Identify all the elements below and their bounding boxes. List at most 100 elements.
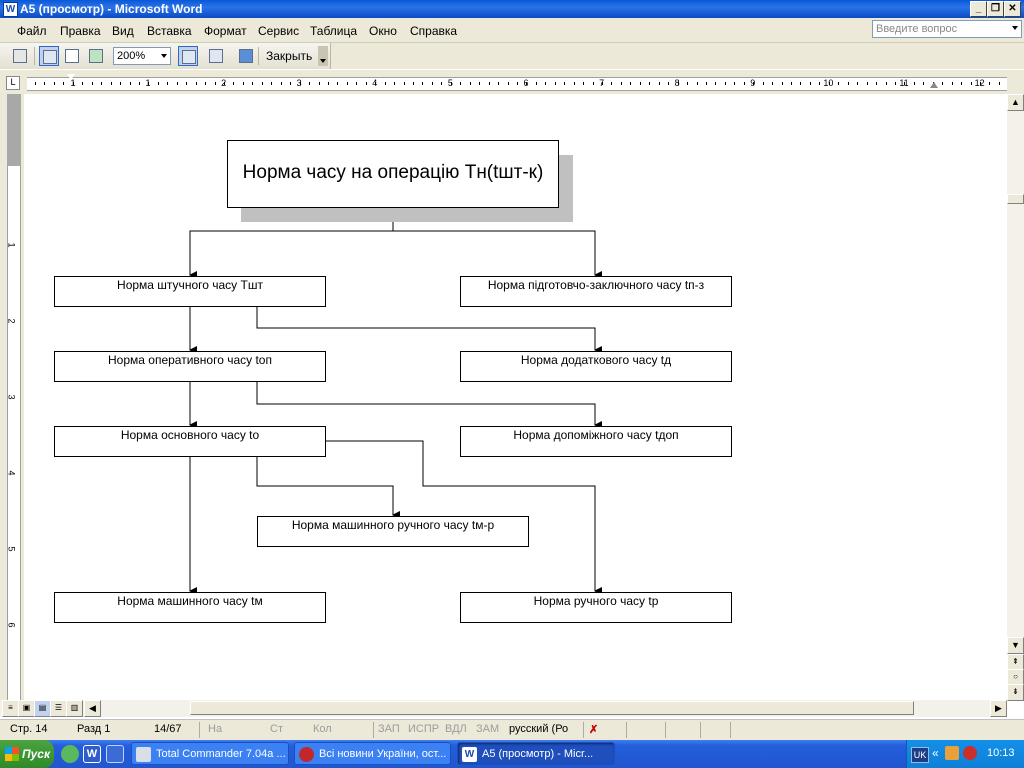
security-shield-icon[interactable] [963,746,977,760]
menu-help[interactable]: Справка [410,24,458,38]
ruler-tick [403,82,405,85]
scroll-up-button[interactable]: ▲ [1007,94,1024,111]
start-button[interactable]: Пуск [0,740,54,768]
ruler-tick [469,82,471,85]
ruler-tick [781,82,783,85]
ruler-number: 11 [899,78,908,88]
ruler-tick [233,82,235,85]
task-word-document[interactable]: W A5 (просмотр) - Micr... [457,742,615,765]
task-browser-news[interactable]: Всі новини України, ост... [294,742,451,765]
ruler-tick [318,82,320,85]
ruler-number: 9 [750,78,755,88]
close-preview-button[interactable]: Закрыть [266,49,313,63]
next-page-button[interactable]: ⇟ [1007,684,1024,701]
first-line-indent-marker[interactable] [67,74,75,80]
ask-question-input[interactable]: Введите вопрос [872,20,1022,38]
toolbar-options-button[interactable] [318,46,328,66]
status-track-changes[interactable]: ИСПР [408,723,440,735]
menu-view[interactable]: Вид [112,24,134,38]
scroll-thumb[interactable] [1007,194,1024,204]
one-page-button[interactable] [62,46,82,66]
status-language[interactable]: русский (Ро [509,723,569,735]
reading-view-button[interactable]: ▥ [66,700,83,717]
menu-edit[interactable]: Правка [60,24,101,38]
ruler-tick [649,82,651,85]
multiple-pages-button[interactable] [86,46,106,66]
ruler-tick [72,82,74,85]
minimize-button[interactable]: _ [970,1,987,17]
ruler-tick [724,82,726,85]
ruler-tick [989,82,991,85]
word-icon[interactable]: W [3,2,18,17]
operative-time-box: Норма оперативного часу tоп [54,351,326,382]
menu-format[interactable]: Формат [204,24,247,38]
chevron-down-icon[interactable] [161,54,167,58]
scroll-right-button[interactable]: ▶ [990,700,1007,717]
ruler-tick [734,82,736,85]
restore-button[interactable]: ❐ [987,1,1004,17]
menu-tools[interactable]: Сервис [258,24,300,38]
piece-time-box: Норма штучного часу Тшт [54,276,326,307]
vertical-scrollbar[interactable]: ▲ ▼ ⇞ ○ ⇟ [1007,94,1024,701]
ruler-tick [715,82,717,85]
print-button[interactable] [10,46,30,66]
scroll-down-button[interactable]: ▼ [1007,637,1024,654]
ruler-tick [195,82,197,85]
ruler-tick [110,82,112,85]
view-ruler-button[interactable] [178,46,198,66]
ruler-tick [186,82,188,85]
task-total-commander[interactable]: Total Commander 7.04a ... [131,742,289,765]
close-window-button[interactable]: ✕ [1004,1,1021,17]
word-icon[interactable]: W [83,745,101,763]
ruler-tick [658,82,660,85]
horizontal-scrollbar[interactable]: ≡ ▣ ▤ ☰ ▥ ◀ ▶ [0,700,1007,717]
status-extend[interactable]: ВДЛ [445,723,467,735]
tab-selector[interactable]: L [6,76,20,90]
ruler-tick [261,82,263,85]
status-bar: Стр. 14 Разд 1 14/67 На Ст Кол ЗАП ИСПР … [0,719,1024,740]
browser-icon[interactable] [61,745,79,763]
document-page[interactable]: Норма часу на операцію Тн(tшт-к) Норма ш… [24,94,1007,700]
scroll-left-button[interactable]: ◀ [84,700,101,717]
shrink-to-fit-button[interactable] [206,46,226,66]
ruler-tick [44,82,46,85]
ruler-tick [535,82,537,85]
status-record[interactable]: ЗАП [378,723,400,735]
language-indicator[interactable]: UK [911,747,929,763]
full-screen-button[interactable] [236,46,256,66]
horizontal-scroll-thumb[interactable] [190,701,914,715]
web-view-button[interactable]: ▣ [18,700,35,717]
ruler-icon [182,50,196,64]
save-disk-icon[interactable] [106,745,124,763]
ruler-tick [280,82,282,85]
ruler-tick [866,82,868,85]
ruler-number: 1 [145,78,150,88]
ruler-tick [564,82,566,85]
show-hidden-icons-button[interactable]: « [932,746,939,760]
ruler-tick [876,82,878,85]
ruler-tick [337,82,339,85]
normal-view-button[interactable]: ≡ [2,700,19,717]
menu-insert[interactable]: Вставка [147,24,192,38]
status-at: На [208,723,223,735]
print-layout-view-button[interactable]: ▤ [34,700,51,717]
ruler-tick [516,82,518,85]
total-commander-icon [136,747,151,762]
zoom-select[interactable]: 200% [113,47,171,65]
menu-file[interactable]: Файл [17,24,47,38]
outline-view-button[interactable]: ☰ [50,700,67,717]
network-icon[interactable] [945,746,959,760]
right-indent-marker[interactable] [930,82,938,88]
menu-window[interactable]: Окно [369,24,397,38]
ruler-tick [970,82,972,85]
magnifier-button[interactable] [39,46,59,66]
shrink-to-fit-icon [209,49,223,63]
status-overtype[interactable]: ЗАМ [476,723,500,735]
ruler-number: 2 [221,78,226,88]
ruler-tick [422,82,424,85]
spelling-check-icon[interactable]: ✗ [589,724,599,736]
ruler-tick [242,82,244,85]
menu-table[interactable]: Таблица [310,24,358,38]
chevron-down-icon[interactable] [1012,26,1018,30]
